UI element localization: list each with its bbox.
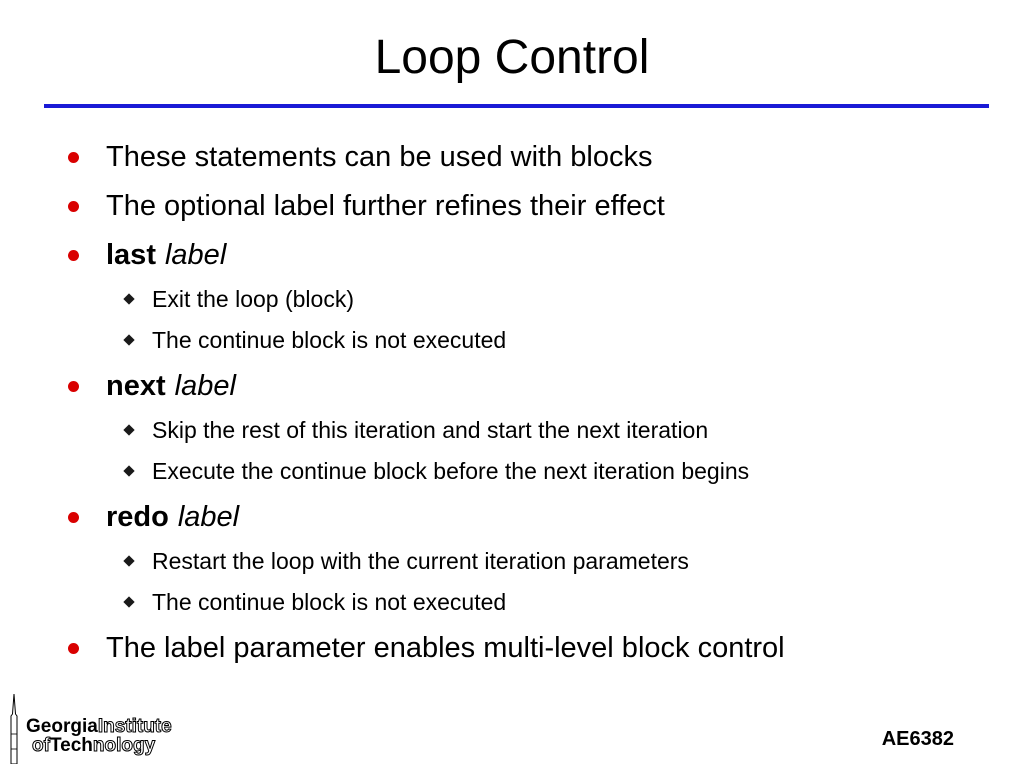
title-divider [44,104,989,108]
sub-bullet-text: The continue block is not executed [152,588,507,615]
course-code: AE6382 [881,728,954,750]
bullet-argument: label [174,369,236,402]
diamond-bullet-icon [123,293,135,305]
bullet-item: last label [68,237,226,273]
bullet-keyword: redo [106,500,169,533]
sub-bullet-text: Exit the loop (block) [152,285,354,312]
sub-bullet-item: The continue block is not executed [122,587,506,617]
bullet-dot-icon [68,151,79,163]
bullet-text: These statements can be used with blocks [106,140,653,173]
sub-bullet-text: Execute the continue block before the ne… [152,457,750,484]
sub-bullet-text: Skip the rest of this iteration and star… [152,416,709,443]
logo-word-tech: Tech [49,735,93,756]
logo-word-nology: nology [92,735,156,756]
bullet-dot-icon [68,380,79,392]
bullet-item: redo label [68,499,239,535]
bullet-dot-icon [68,200,79,212]
tower-icon [10,694,18,764]
sub-bullet-text: The continue block is not executed [152,326,507,353]
diamond-bullet-icon [123,424,135,436]
bullet-dot-icon [68,642,79,654]
diamond-bullet-icon [123,465,135,477]
sub-bullet-item: Execute the continue block before the ne… [122,456,749,486]
sub-bullet-text: Restart the loop with the current iterat… [152,547,689,574]
bullet-item: These statements can be used with blocks [68,139,652,175]
georgia-tech-logo: GeorgiaInstitute ofTechnology [6,694,216,764]
diamond-bullet-icon [123,596,135,608]
bullet-dot-icon [68,511,79,523]
bullet-text: The label parameter enables multi-level … [106,631,785,664]
diamond-bullet-icon [123,555,135,567]
bullet-item: The label parameter enables multi-level … [68,630,785,666]
bullet-argument: label [177,500,240,533]
logo-line-1: GeorgiaInstitute [26,716,172,737]
bullet-keyword: last [106,238,156,271]
bullet-dot-icon [68,249,79,261]
bullet-argument: label [164,238,227,271]
sub-bullet-item: Skip the rest of this iteration and star… [122,415,708,445]
bullet-text: The optional label further refines their… [106,189,665,222]
sub-bullet-item: Restart the loop with the current iterat… [122,546,689,576]
bullet-item: The optional label further refines their… [68,188,665,224]
slide-title: Loop Control [374,31,650,84]
logo-word-of: of [32,735,51,756]
bullet-keyword: next [106,369,166,402]
logo-word-georgia: Georgia [26,716,98,737]
sub-bullet-item: The continue block is not executed [122,325,506,355]
diamond-bullet-icon [123,334,135,346]
sub-bullet-item: Exit the loop (block) [122,284,354,314]
logo-line-2: ofTechnology [32,735,156,756]
bullet-item: next label [68,368,236,404]
logo-word-institute: Institute [97,716,172,737]
